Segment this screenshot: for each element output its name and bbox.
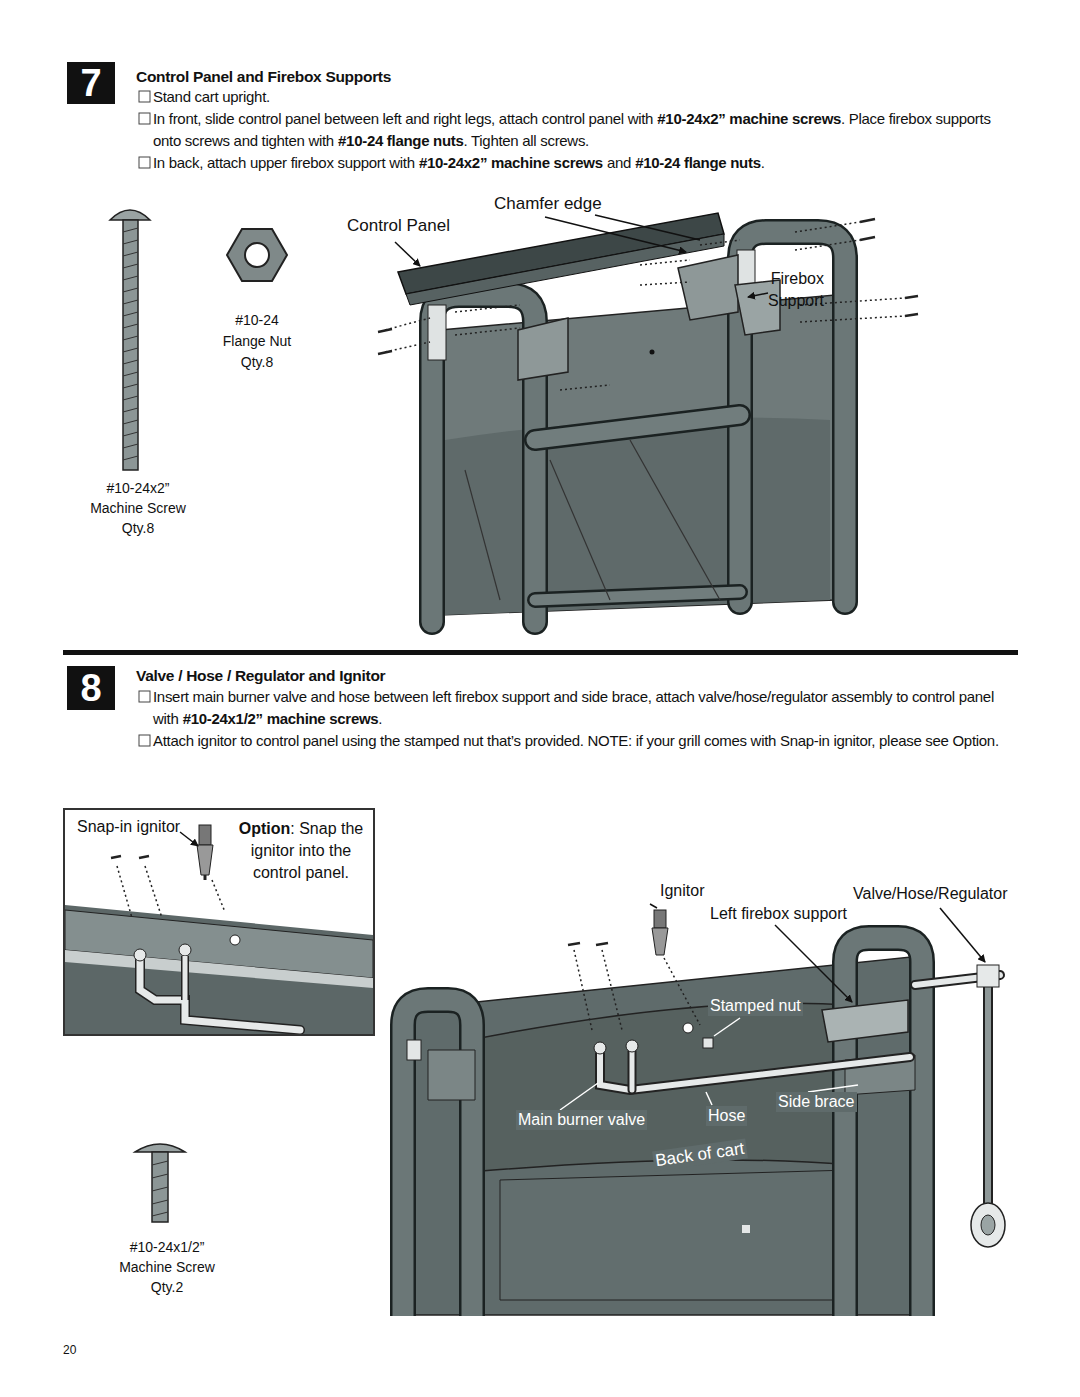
hardware-label: Machine Screw	[90, 498, 186, 518]
part-label: Ignitor	[660, 881, 704, 901]
instruction-text: .	[378, 710, 382, 727]
part-name: Snap-in ignitor	[77, 818, 180, 836]
part-label: Side brace	[776, 1092, 857, 1112]
instruction-text: In front, slide control panel between le…	[153, 110, 653, 127]
leader-lines	[395, 215, 768, 297]
flange-nut	[227, 229, 287, 281]
option-keyword: Option	[239, 820, 291, 837]
divider-rule	[63, 650, 1018, 655]
bold-instruction: Valve / Hose / Regulator and Ignitor	[136, 667, 385, 684]
instruction-paragraph: Insert main burner valve and hose betwee…	[153, 686, 1013, 730]
bold-instruction: #10-24x2” machine screws	[657, 110, 841, 127]
instruction-paragraph: In back, attach upper firebox support wi…	[153, 152, 1013, 174]
instruction-paragraph: Stand cart upright.	[153, 86, 1013, 108]
instruction-paragraph: Attach ignitor to control panel using th…	[153, 730, 1013, 752]
cart-back-view	[400, 910, 1005, 1316]
step-number: 8	[67, 666, 115, 710]
hardware-label: #10-24	[235, 310, 279, 330]
instruction-text: and	[607, 154, 631, 171]
instruction-text: Stand cart upright.	[153, 88, 270, 105]
hardware-label: #10-24x1/2”	[130, 1237, 205, 1257]
hardware-label: Flange Nut	[223, 331, 291, 351]
instruction-paragraph: In front, slide control panel between le…	[153, 108, 1013, 152]
bold-instruction: #10-24 flange nuts	[635, 154, 760, 171]
hardware-label: #10-24x2”	[106, 478, 169, 498]
hardware-label: Machine Screw	[119, 1257, 215, 1277]
bold-instruction: #10-24x1/2” machine screws	[183, 710, 379, 727]
part-label: Valve/Hose/Regulator	[853, 884, 1007, 904]
bold-instruction: Control Panel and Firebox Supports	[136, 68, 391, 85]
bold-instruction: #10-24 flange nuts	[338, 132, 463, 149]
instruction-text: . Tighten all screws.	[464, 132, 589, 149]
step-number-box: 8	[67, 666, 115, 710]
part-label: Hose	[706, 1106, 747, 1126]
hardware-label: Qty.2	[151, 1277, 183, 1297]
part-label: Chamfer edge	[494, 194, 602, 214]
part-label: Left firebox support	[710, 904, 847, 924]
region-label: Back of cart	[652, 1139, 748, 1172]
short-machine-screw	[135, 1144, 185, 1222]
part-label: Main burner valve	[516, 1110, 647, 1130]
bold-instruction: #10-24x2” machine screws	[419, 154, 603, 171]
instruction-text: .	[761, 154, 765, 171]
part-label: Firebox Support	[758, 268, 824, 312]
leader-lines	[650, 904, 985, 1002]
hardware-label: Qty.8	[122, 518, 154, 538]
cart-front-view	[378, 213, 918, 622]
step-number: 7	[67, 62, 115, 104]
instruction-text: Attach ignitor to control panel using th…	[153, 732, 999, 749]
part-label: Stamped nut	[708, 996, 803, 1016]
page-number: 20	[63, 1340, 76, 1360]
hardware-label: Qty.8	[241, 352, 273, 372]
part-label: Control Panel	[347, 216, 450, 236]
option-inset-box: Snap-in ignitor Option: Snap the ignitor …	[63, 808, 375, 1036]
instruction-text: In back, attach upper firebox support wi…	[153, 154, 415, 171]
instruction-paragraph: Control Panel and Firebox Supports	[136, 66, 1016, 88]
instruction-paragraph: Valve / Hose / Regulator and Ignitor	[136, 665, 1016, 687]
machine-screw	[110, 210, 150, 470]
step-number-box: 7	[67, 62, 115, 104]
bullet-boxes	[139, 91, 150, 746]
option-note: Option: Snap the ignitor into the contro…	[231, 818, 371, 884]
